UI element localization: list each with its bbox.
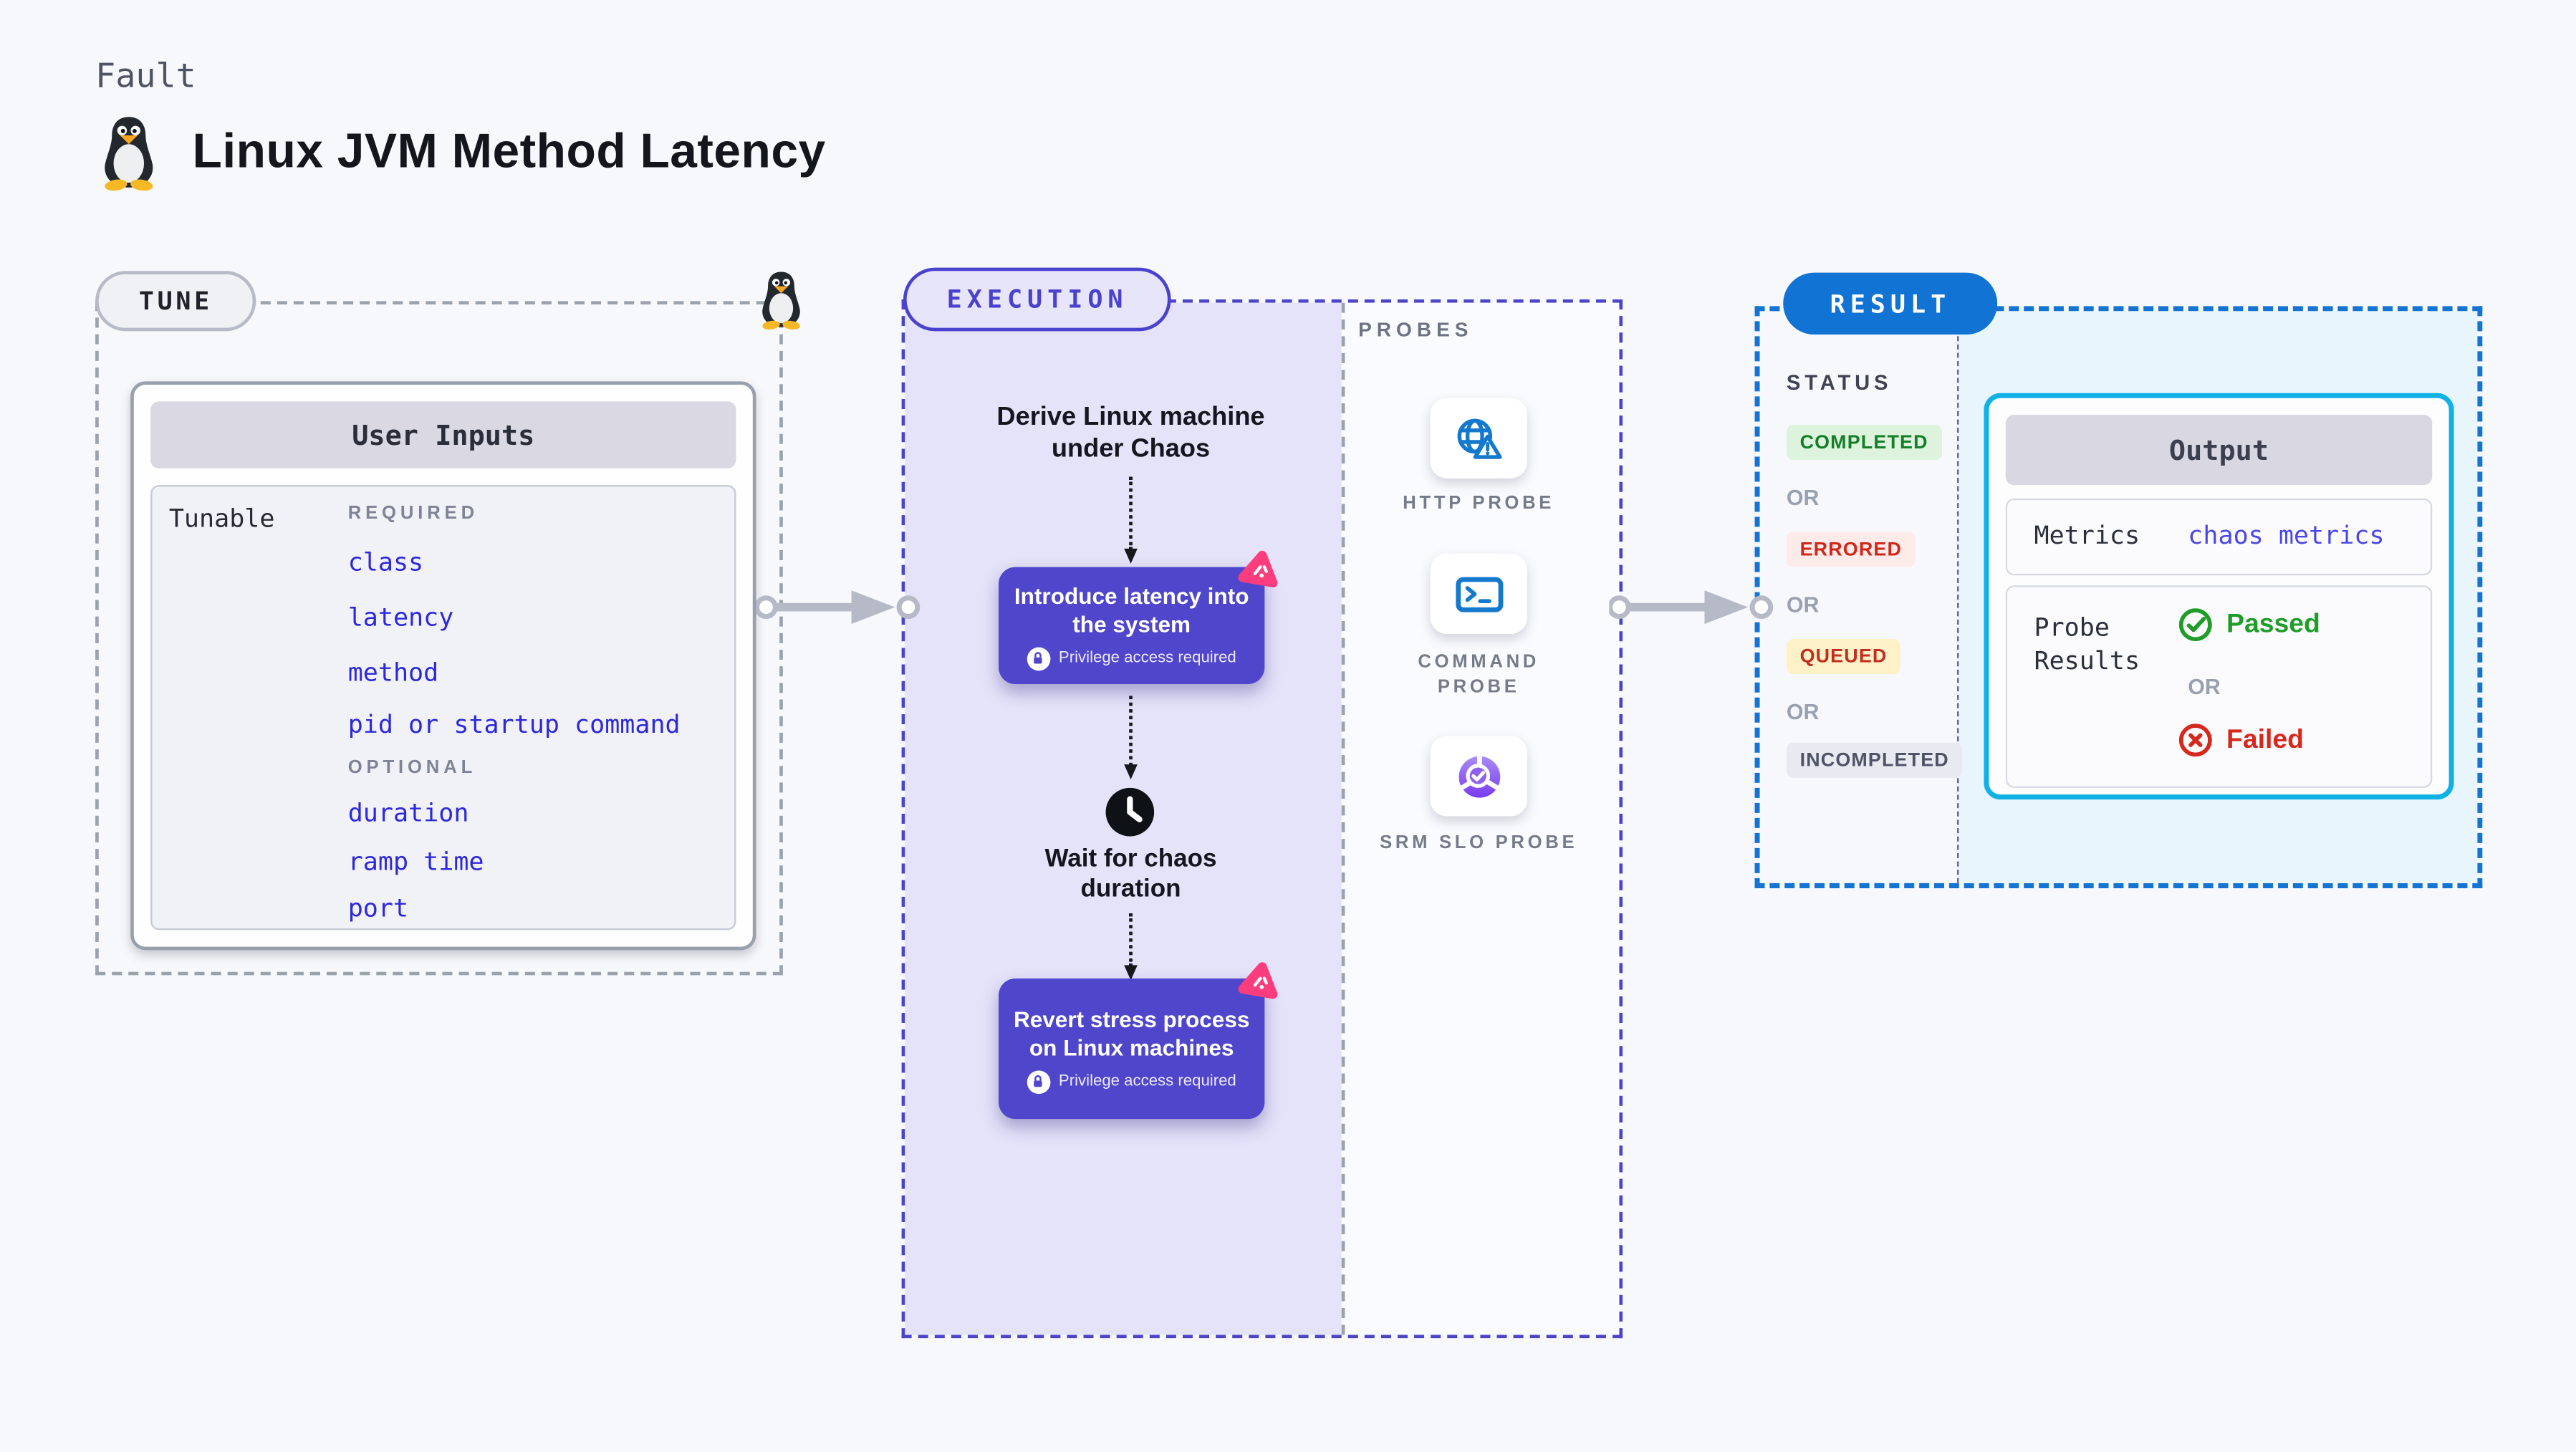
tunable-field-duration[interactable]: duration <box>347 797 469 828</box>
revert-stress-step[interactable]: Revert stress process on Linux machines … <box>999 962 1278 1120</box>
page-title: Linux JVM Method Latency <box>192 124 826 178</box>
user-inputs-header: User Inputs <box>150 401 736 468</box>
tunable-field-pid[interactable]: pid or startup command <box>347 709 681 740</box>
status-badge-completed: COMPLETED <box>1786 425 1942 461</box>
tunable-field-class[interactable]: class <box>347 547 424 577</box>
or-separator: OR <box>2188 674 2221 700</box>
terminal-icon <box>1455 576 1503 612</box>
status-badge-queued: QUEUED <box>1786 639 1901 675</box>
privilege-row: Privilege access required <box>1027 646 1236 670</box>
tunable-field-latency[interactable]: latency <box>347 602 454 633</box>
or-separator: OR <box>1786 485 1820 511</box>
status-badge-errored: ERRORED <box>1786 532 1916 567</box>
tune-badge: TUNE <box>95 271 256 332</box>
action-step-title: Revert stress process on Linux machines <box>1013 1006 1250 1060</box>
output-header: Output <box>2005 415 2433 486</box>
tux-penguin-corner-icon <box>762 271 800 330</box>
tunable-field-port[interactable]: port <box>347 893 409 923</box>
privilege-note: Privilege access required <box>1058 1072 1236 1091</box>
probe-results-label: Probe Results <box>2034 612 2140 676</box>
wait-step-text: Wait for chaos duration <box>1044 845 1217 903</box>
title-row: Linux JVM Method Latency <box>95 114 826 191</box>
execution-badge: EXECUTION <box>903 267 1172 332</box>
output-card: Output Metrics chaos metrics Probe Resul… <box>1984 393 2454 800</box>
failed-label: Failed <box>2226 725 2304 754</box>
fault-kicker: Fault <box>95 55 196 96</box>
result-badge: RESULT <box>1783 272 1998 335</box>
tunable-label: Tunable <box>168 503 275 534</box>
or-separator: OR <box>1786 592 1820 617</box>
tux-penguin-icon <box>105 117 153 191</box>
probes-section-label: PROBES <box>1358 317 1474 342</box>
status-column-label: STATUS <box>1786 371 1893 395</box>
globe-warning-icon <box>1457 418 1502 458</box>
probe-failed-item: Failed <box>2178 723 2304 758</box>
flow-connector-arrow <box>1124 476 1138 564</box>
chaos-metrics-link[interactable]: chaos metrics <box>2188 520 2385 551</box>
tunable-field-ramp-time[interactable]: ramp time <box>347 846 484 877</box>
lock-icon <box>1027 1069 1051 1093</box>
privilege-note: Privilege access required <box>1058 649 1236 668</box>
http-probe-label: HTTP PROBE <box>1403 493 1555 514</box>
srm-slo-probe-label: SRM SLO PROBE <box>1380 832 1578 853</box>
tune-section-box <box>95 301 783 976</box>
flow-connector-arrow <box>1124 913 1138 981</box>
passed-label: Passed <box>2226 610 2320 638</box>
tune-to-execution-arrow <box>756 590 921 624</box>
srm-slo-probe-card[interactable] <box>1430 736 1527 817</box>
privilege-row: Privilege access required <box>1027 1069 1236 1093</box>
status-badge-incompleted: INCOMPLETED <box>1786 742 1963 778</box>
chaos-experiment-icon <box>1238 550 1278 588</box>
required-section-label: REQUIRED <box>347 503 479 524</box>
action-step-title: Introduce latency into the system <box>1014 582 1249 637</box>
execution-to-result-arrow <box>1609 590 1774 624</box>
metrics-label: Metrics <box>2034 520 2140 551</box>
flow-connector-arrow <box>1124 696 1138 780</box>
optional-section-label: OPTIONAL <box>347 757 477 778</box>
check-circle-icon <box>2178 608 2212 642</box>
introduce-latency-step[interactable]: Introduce latency into the system Privil… <box>999 550 1278 685</box>
chaos-experiment-icon <box>1238 962 1278 999</box>
derive-step-text: Derive Linux machine under Chaos <box>996 403 1265 463</box>
x-circle-icon <box>2178 723 2212 757</box>
probe-results-row: Probe Results Passed OR Failed <box>2005 585 2433 788</box>
command-probe-label: COMMAND PROBE <box>1418 652 1540 698</box>
http-probe-card[interactable] <box>1430 398 1527 479</box>
lock-icon <box>1027 646 1051 670</box>
metrics-row: Metrics chaos metrics <box>2005 498 2433 576</box>
command-probe-card[interactable] <box>1430 553 1527 635</box>
or-separator: OR <box>1786 699 1820 725</box>
probe-passed-item: Passed <box>2178 607 2320 643</box>
tunable-field-method[interactable]: method <box>347 657 439 688</box>
user-inputs-table: Tunable REQUIRED class latency method pi… <box>150 485 736 931</box>
slo-pie-check-icon <box>1458 755 1500 797</box>
wait-clock-icon <box>1104 786 1155 846</box>
user-inputs-card: User Inputs Tunable REQUIRED class laten… <box>130 381 756 951</box>
